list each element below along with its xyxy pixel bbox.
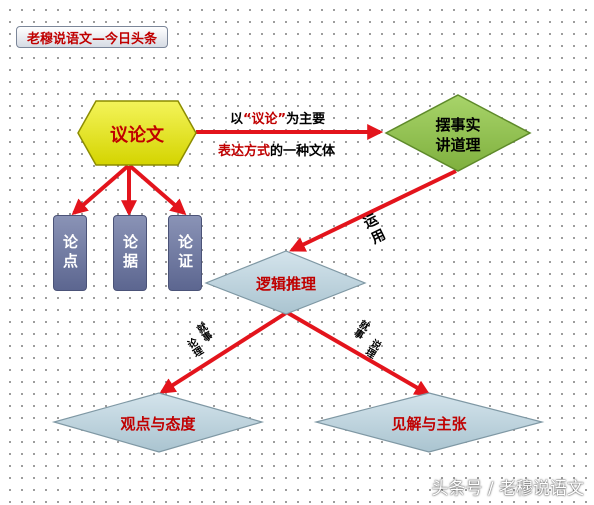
definition-emphasis: “议论” bbox=[243, 112, 287, 127]
edge-label-right-line2: 说理 bbox=[361, 336, 382, 359]
definition-suffix: 为主要 bbox=[286, 112, 326, 127]
definition-line1: 以“议论”为主要 bbox=[230, 108, 325, 127]
node-viewpoint-diamond bbox=[51, 392, 265, 453]
node-logic-diamond bbox=[204, 250, 367, 315]
element-lundian: 论点 bbox=[53, 215, 87, 291]
node-main-hexagon bbox=[77, 100, 197, 166]
arrow-logic-to-proposal bbox=[286, 311, 431, 396]
facts-node-label-line2: 讲道理 bbox=[435, 136, 481, 154]
definition-expression: 表达方式 bbox=[218, 144, 271, 159]
definition-prefix: 以 bbox=[230, 112, 244, 127]
element-lunzheng: 论证 bbox=[168, 215, 202, 291]
logic-node-label: 逻辑推理 bbox=[255, 275, 316, 293]
arrow-main-to-lundian bbox=[71, 164, 130, 216]
arrow-main-to-lunzheng bbox=[128, 164, 187, 216]
definition-genre: 的一种文体 bbox=[270, 144, 336, 159]
facts-node-label-line1: 摆事实 bbox=[435, 116, 481, 134]
proposal-node-label: 见解与主张 bbox=[391, 415, 467, 433]
node-facts-diamond bbox=[384, 94, 532, 172]
node-proposal-diamond bbox=[313, 392, 545, 453]
arrow-logic-to-viewpoint bbox=[159, 311, 288, 394]
arrow-facts-to-logic bbox=[289, 169, 457, 252]
element-lunju: 论据 bbox=[113, 215, 147, 291]
definition-line2: 表达方式的一种文体 bbox=[218, 140, 335, 159]
viewpoint-node-label: 观点与态度 bbox=[120, 415, 196, 433]
title-label: 老穆说语文—今日头条 bbox=[16, 26, 168, 48]
main-node-label: 议论文 bbox=[110, 125, 164, 146]
watermark: 头条号 / 老穆说语文 bbox=[431, 479, 584, 499]
